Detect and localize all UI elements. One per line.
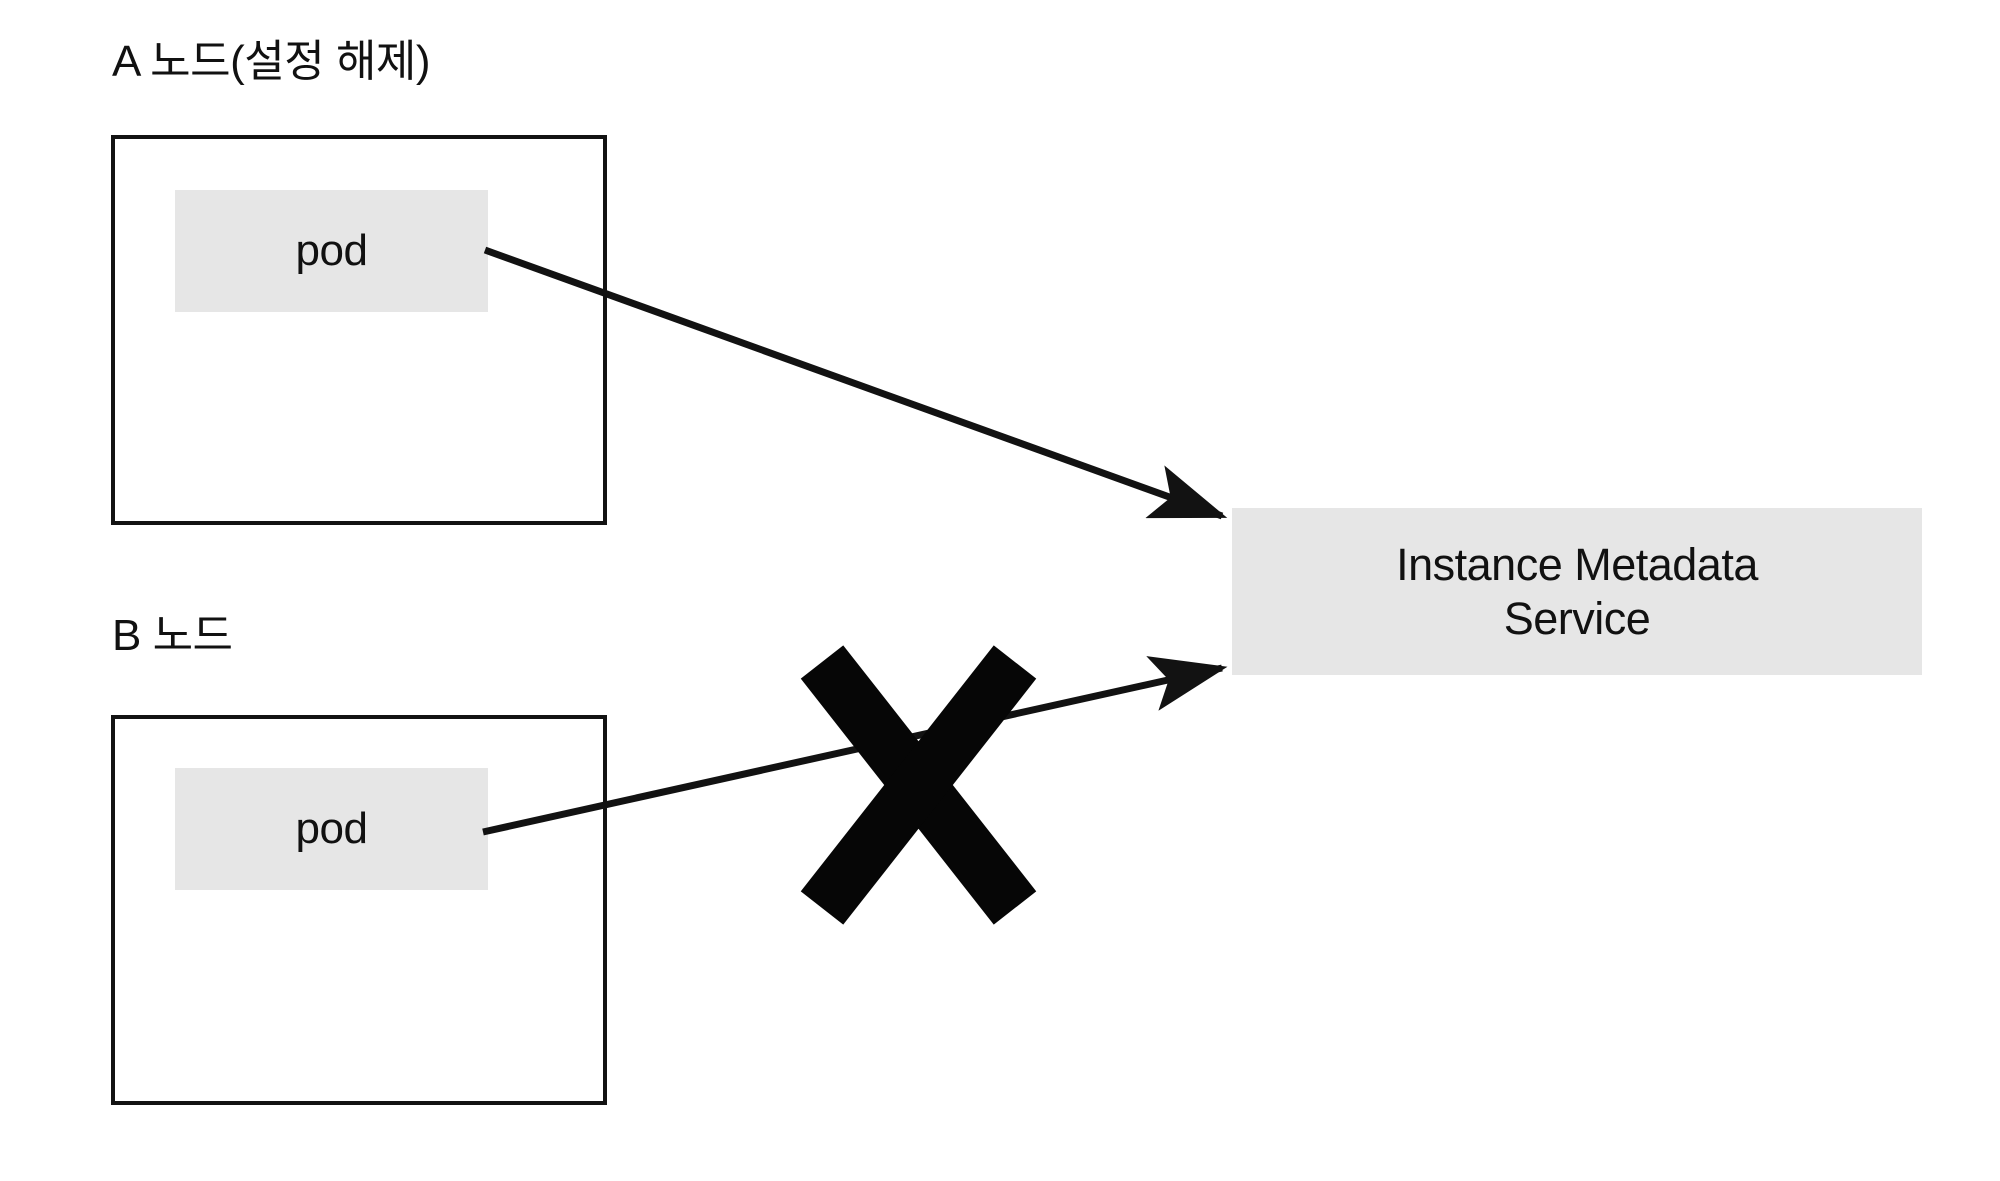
instance-metadata-service-label: Instance Metadata Service [1396,539,1758,644]
node-a-title: A 노드(설정 해제) [112,37,431,86]
pod-b-box: pod [175,768,488,890]
node-b-title: B 노드 [112,611,233,660]
pod-a-box: pod [175,190,488,312]
pod-b-label: pod [295,803,368,853]
blocked-x-mark [800,645,1037,925]
instance-metadata-service-box: Instance Metadata Service [1232,508,1922,675]
pod-a-label: pod [295,225,368,275]
